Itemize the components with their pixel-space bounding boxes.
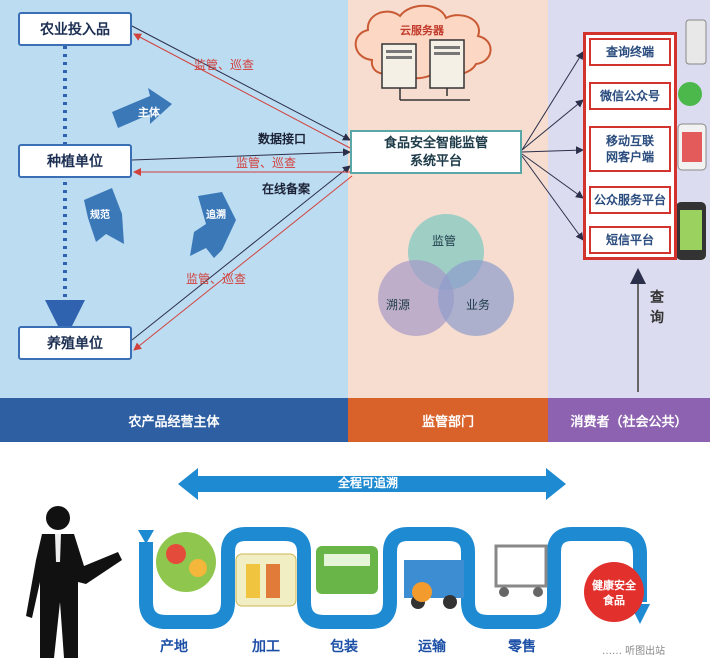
watermark: …… 听图出站	[602, 646, 666, 657]
venn-trace-circle	[378, 260, 454, 336]
venn-business-circle	[438, 260, 514, 336]
link-planting-to-platform	[131, 148, 351, 161]
input-box: 农业投入品	[18, 12, 132, 46]
platform-box: 食品安全智能监管 系统平台	[350, 130, 522, 174]
step-transport-label: 运输	[418, 639, 446, 655]
healthy-food-line2: 食品	[603, 594, 625, 607]
venn-left-label: 溯源	[386, 298, 411, 312]
data-interface-label: 数据接口	[258, 132, 307, 146]
supervise-line-top	[133, 33, 351, 149]
link-input-to-platform	[131, 25, 351, 141]
channel-sms: 短信平台	[589, 226, 671, 254]
channel-label: 短信平台	[605, 233, 654, 247]
breeding-box: 养殖单位	[18, 326, 132, 360]
supervision-band-label: 监管部门	[421, 414, 474, 430]
link-breeding-to-platform	[131, 165, 351, 341]
cloud-label: 云服务器	[400, 24, 444, 37]
planting-label: 种植单位	[47, 154, 103, 170]
link-to-public-platform	[521, 153, 584, 199]
retail-cart-icon	[494, 544, 548, 588]
link-to-sms	[521, 155, 584, 241]
trace-arrow	[178, 468, 566, 500]
healthy-food-badge	[584, 562, 644, 622]
connector-lines	[45, 4, 707, 392]
input-label: 农业投入品	[40, 22, 110, 38]
winding-road	[139, 527, 647, 629]
venn-top-label: 监管	[432, 234, 457, 248]
supervise-line-bottom	[133, 175, 353, 351]
channel-label: 公众服务平台	[593, 193, 666, 207]
supervise-label-top: 监管、巡查	[194, 58, 255, 72]
link-to-mobile	[521, 146, 584, 155]
wechat-icon	[678, 82, 702, 106]
platform-line2: 系统平台	[409, 154, 462, 169]
query-label: 查询	[650, 290, 664, 326]
producers-band: 农产品经营主体	[0, 398, 348, 442]
step-processing-label: 加工	[252, 639, 280, 655]
trace-label: 全程可追溯	[338, 476, 399, 490]
step-retail-label: 零售	[508, 639, 536, 655]
platform-line1: 食品安全智能监管	[383, 136, 488, 151]
cycle-label-right: 追溯	[206, 210, 226, 221]
planting-box: 种植单位	[18, 144, 132, 178]
channel-query-terminal: 查询终端	[589, 38, 671, 66]
kiosk-icon	[685, 19, 707, 65]
channel-label-line2: 网客户端	[605, 150, 654, 164]
consumers-band: 消费者（社会公共）	[548, 398, 710, 442]
step-origin-label: 产地	[160, 639, 188, 655]
channel-wechat: 微信公众号	[589, 82, 671, 110]
link-to-wechat	[521, 99, 584, 151]
cloud-shape	[354, 4, 492, 80]
producers-band-label: 农产品经营主体	[128, 414, 220, 430]
online-record-label: 在线备案	[262, 182, 311, 196]
cycle-arrow-right	[190, 192, 236, 258]
packaging-box-icon	[316, 546, 378, 594]
supervise-label-bottom: 监管、巡查	[186, 272, 247, 286]
supervision-band: 监管部门	[348, 398, 548, 442]
channel-label: 微信公众号	[599, 89, 660, 103]
cycle-label-main: 主体	[138, 106, 160, 119]
origin-produce-icon	[156, 532, 216, 592]
link-to-query-terminal	[521, 51, 584, 151]
breeding-label: 养殖单位	[47, 336, 103, 352]
channel-public-platform: 公众服务平台	[589, 186, 671, 214]
supervise-label-mid: 监管、巡查	[236, 156, 297, 170]
cycle-label-left: 规范	[90, 210, 110, 221]
channel-mobile: 移动互联 网客户端	[589, 126, 671, 172]
healthy-food-label: 健康安全 食品	[584, 578, 644, 608]
healthy-food-line1: 健康安全	[592, 579, 636, 592]
cycle-arrow-top	[112, 88, 172, 128]
road-start-arrow	[138, 530, 154, 544]
step-packaging-label: 包装	[330, 639, 358, 655]
channel-label: 查询终端	[605, 45, 654, 59]
channel-label-line1: 移动互联	[605, 134, 654, 148]
flow-diagram	[26, 468, 650, 658]
cycle-arrow-left	[84, 188, 124, 244]
consumers-band-label: 消费者（社会公共）	[570, 414, 688, 430]
venn-right-label: 业务	[466, 298, 491, 312]
businessman-silhouette-icon	[26, 506, 122, 658]
